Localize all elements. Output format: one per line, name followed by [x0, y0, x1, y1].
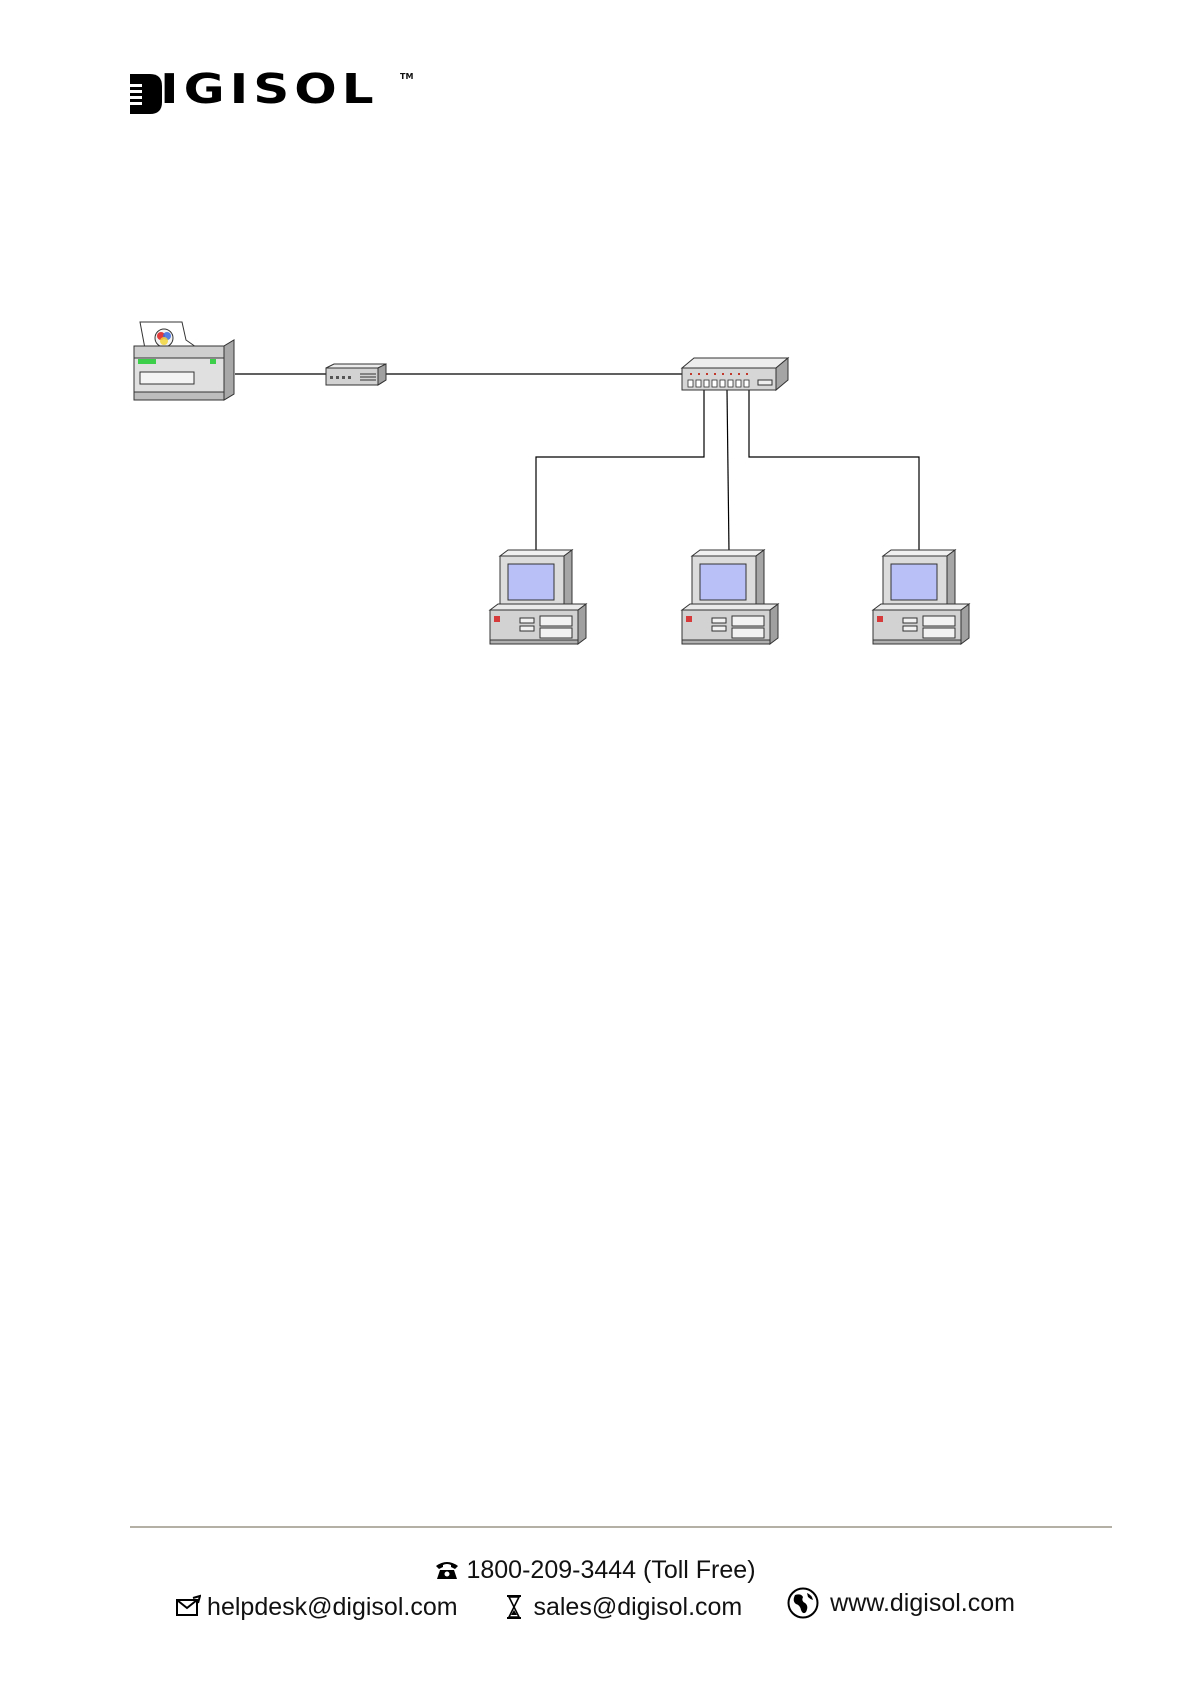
footer-phone[interactable]: 1800-209-3444 (Toll Free): [434, 1555, 755, 1585]
desktop-computer-icon: [873, 550, 969, 644]
telephone-icon: [434, 1557, 460, 1583]
envelope-icon: [175, 1594, 201, 1620]
website-text: www.digisol.com: [830, 1588, 1015, 1618]
cable-switch-to-pc-2: [727, 390, 729, 552]
desktop-computer-icon: [682, 550, 778, 644]
print-server-icon: [326, 364, 386, 385]
cables: [235, 374, 919, 552]
globe-icon: [786, 1586, 820, 1620]
cable-switch-to-pc-1: [536, 390, 704, 552]
footer-sales-email[interactable]: sales@digisol.com: [501, 1592, 742, 1622]
hourglass-icon: [501, 1594, 527, 1620]
footer-contact-line: helpdesk@digisol.com sales@digisol.com w…: [0, 1586, 1190, 1627]
footer-helpdesk-email[interactable]: helpdesk@digisol.com: [175, 1592, 458, 1622]
footer-website[interactable]: www.digisol.com: [786, 1586, 1015, 1620]
network-switch-icon: [682, 358, 788, 390]
phone-number: 1800-209-3444 (Toll Free): [466, 1555, 755, 1585]
footer-divider: [130, 1526, 1112, 1528]
footer-phone-line: 1800-209-3444 (Toll Free): [0, 1555, 1190, 1590]
network-diagram: [0, 0, 1190, 700]
helpdesk-email-text: helpdesk@digisol.com: [207, 1592, 458, 1622]
sales-email-text: sales@digisol.com: [533, 1592, 742, 1622]
cable-switch-to-pc-3: [749, 390, 919, 552]
desktop-computer-icon: [490, 550, 586, 644]
printer-icon: [134, 322, 234, 400]
